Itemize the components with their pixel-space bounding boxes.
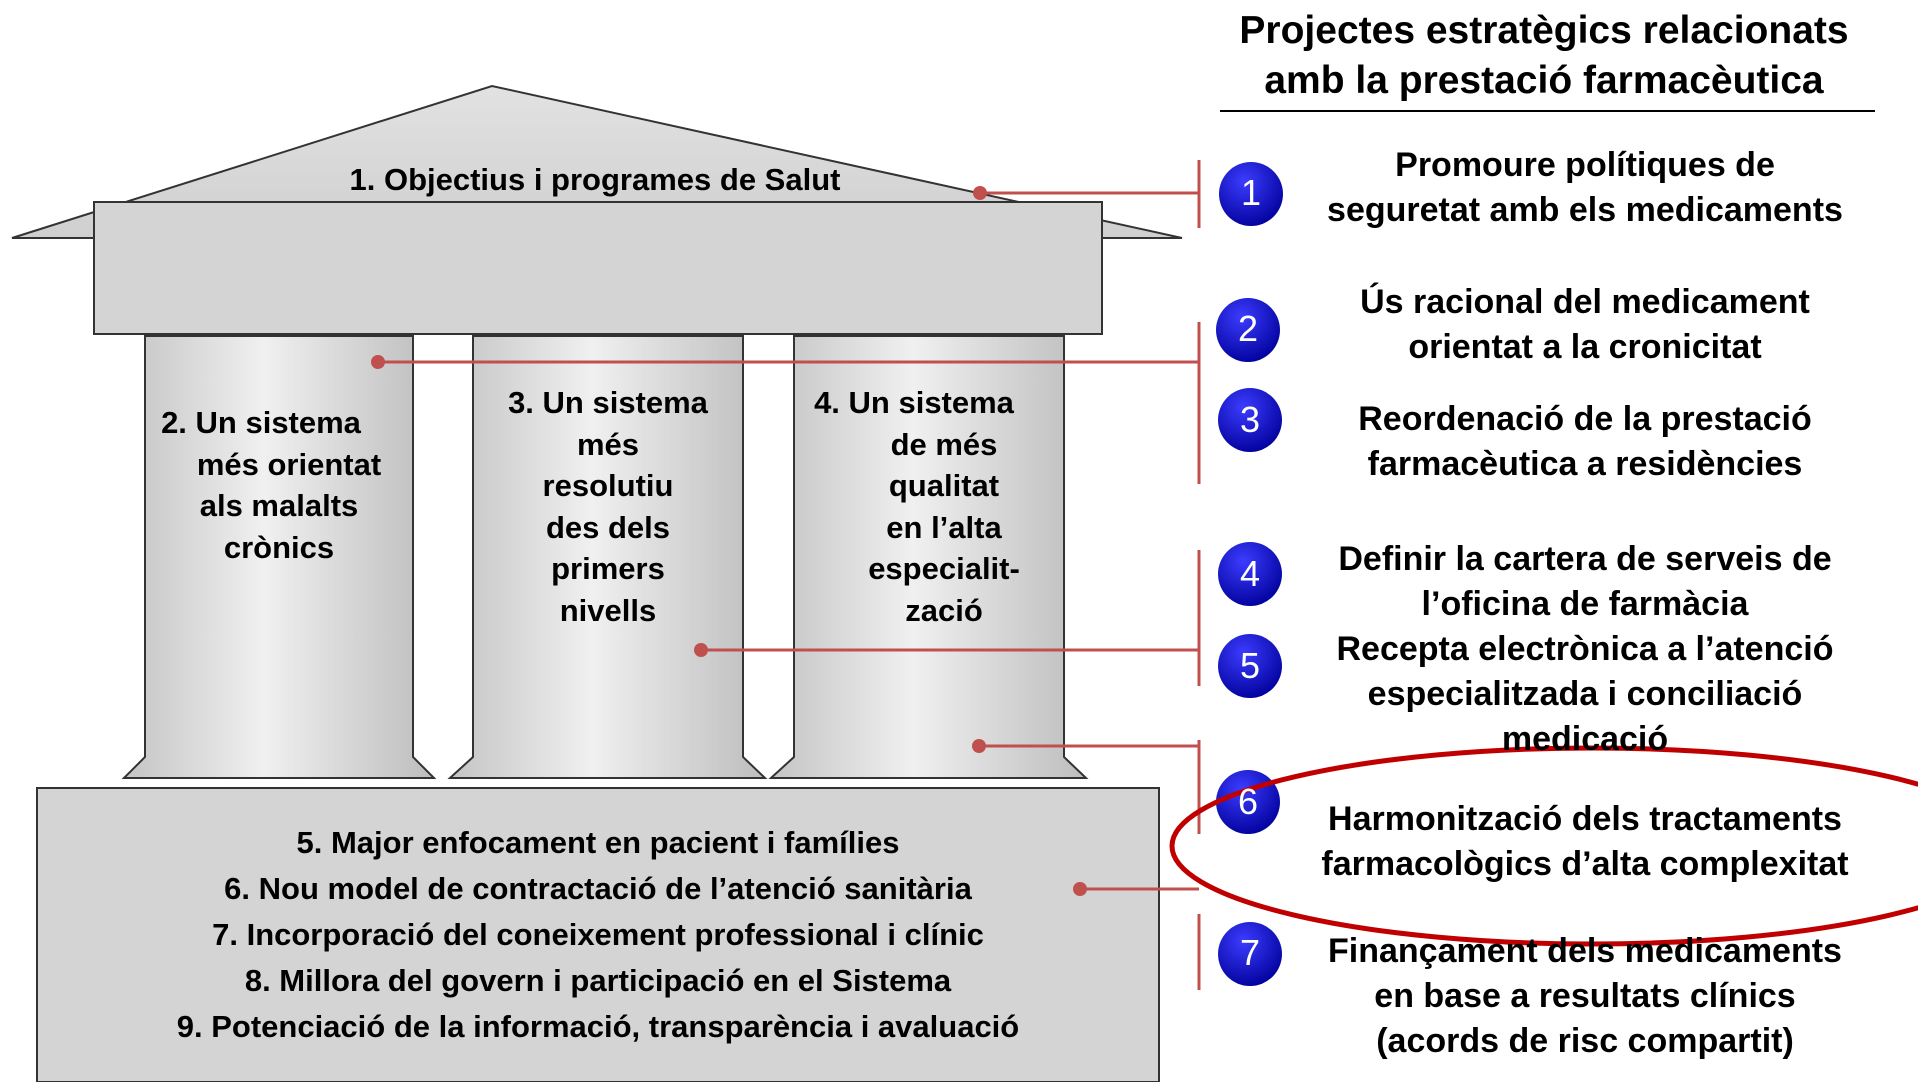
badge-3: [1218, 388, 1282, 452]
base-block: [36, 787, 1160, 1082]
project-5-text: Recepta electrònica a l’atenció especial…: [1290, 627, 1880, 763]
column-2-line: des dels: [545, 509, 671, 545]
column-3-line: en l’alta: [886, 509, 1002, 545]
column-3-line: qualitat: [888, 468, 1000, 504]
column-3-line: de més: [890, 426, 998, 462]
project-5-line: especialitzada i conciliació: [1367, 675, 1803, 714]
column-2-line: 3. Un sistema: [508, 385, 708, 420]
project-3-line: farmacèutica a residències: [1367, 445, 1803, 484]
project-7-text: Finançament dels medicaments en base a r…: [1290, 929, 1880, 1065]
highlight-ellipse: [1169, 745, 1918, 947]
project-2-line: orientat a la cronicitat: [1408, 328, 1762, 367]
project-1-line: seguretat amb els medicaments: [1327, 191, 1843, 230]
column-3-line: especialit-: [868, 551, 1020, 587]
projects-heading: Projectes estratègics relacionats amb la…: [1170, 6, 1918, 105]
column-3-text: 4. Un sistema de més qualitat en l’alta …: [800, 382, 1060, 631]
badge-6-number: 6: [1237, 781, 1259, 822]
dot-column-2: [694, 643, 708, 657]
dot-column-1: [371, 355, 385, 369]
column-2-line: nivells: [559, 592, 657, 628]
project-5-line: Recepta electrònica a l’atenció: [1336, 630, 1834, 668]
column-3-line: 4. Un sistema: [814, 385, 1014, 420]
connectors: [378, 160, 1201, 990]
project-6-line: farmacològics d’alta complexitat: [1321, 845, 1849, 884]
base-item-9: 9. Potenciació de la informació, transpa…: [176, 1009, 1020, 1044]
column-1-line: crònics: [223, 529, 335, 565]
projects-heading-line: Projectes estratègics relacionats: [1239, 9, 1849, 52]
project-6-text: Harmonització dels tractaments farmacolò…: [1290, 797, 1880, 887]
badge-2-number: 2: [1237, 308, 1259, 349]
projects-heading-line: amb la prestació farmacèutica: [1264, 58, 1824, 102]
column-1: [121, 335, 437, 779]
column-1-line: als malalts: [199, 488, 359, 524]
project-7-line: Finançament dels medicaments: [1328, 932, 1842, 970]
project-7-line: (acords de risc compartit): [1376, 1022, 1794, 1061]
column-1-line: més orientat: [196, 446, 382, 482]
column-3: [768, 335, 1089, 779]
badge-3-number: 3: [1239, 399, 1261, 440]
badge-4: [1218, 542, 1282, 606]
project-5-line: medicació: [1501, 720, 1669, 759]
base-item-7: 7. Incorporació del coneixement professi…: [212, 917, 984, 952]
badge-1: [1219, 162, 1283, 226]
column-2-line: resolutiu: [542, 468, 674, 504]
base-item-8: 8. Millora del govern i participació en …: [244, 963, 952, 998]
badge-7: [1218, 922, 1282, 986]
badge-4-number: 4: [1239, 553, 1261, 594]
column-2-line: més: [576, 426, 640, 462]
roof-entablature: [93, 201, 1103, 335]
column-1-text: 2. Un sistema més orientat als malalts c…: [154, 402, 404, 568]
column-2: [447, 335, 768, 779]
column-1-line: 2. Un sistema: [161, 405, 361, 440]
project-3-line: Reordenació de la prestació: [1358, 400, 1812, 438]
project-3-text: Reordenació de la prestació farmacèutica…: [1290, 397, 1880, 487]
badge-2: [1216, 298, 1280, 362]
project-6-line: Harmonització dels tractaments: [1328, 800, 1842, 838]
column-2-line: primers: [551, 551, 665, 587]
project-2-text: Ús racional del medicament orientat a la…: [1290, 280, 1880, 370]
dot-base: [1073, 882, 1087, 896]
badge-7-number: 7: [1239, 932, 1261, 973]
base-item-5: 5. Major enfocament en pacient i famílie…: [296, 825, 900, 860]
project-4-line: Definir la cartera de serveis de: [1338, 540, 1832, 578]
project-7-line: en base a resultats clínics: [1374, 977, 1796, 1016]
dot-column-3: [972, 739, 986, 753]
base-item-6: 6. Nou model de contractació de l’atenci…: [224, 871, 972, 906]
project-4-text: Definir la cartera de serveis de l’ofici…: [1290, 537, 1880, 627]
dot-roof: [973, 186, 987, 200]
project-1-line: Promoure polítiques de: [1395, 146, 1775, 184]
project-4-line: l’oficina de farmàcia: [1421, 585, 1749, 624]
roof-title: 1. Objectius i programes de Salut: [349, 162, 841, 197]
badge-5-number: 5: [1239, 645, 1261, 686]
badge-1-number: 1: [1240, 172, 1262, 213]
column-2-text: 3. Un sistema més resolutiu des dels pri…: [478, 382, 738, 631]
badge-5: [1218, 634, 1282, 698]
project-2-line: Ús racional del medicament: [1360, 283, 1810, 321]
connector-dots: [371, 186, 1087, 896]
column-3-line: zació: [905, 592, 983, 628]
project-1-text: Promoure polítiques de seguretat amb els…: [1290, 143, 1880, 233]
